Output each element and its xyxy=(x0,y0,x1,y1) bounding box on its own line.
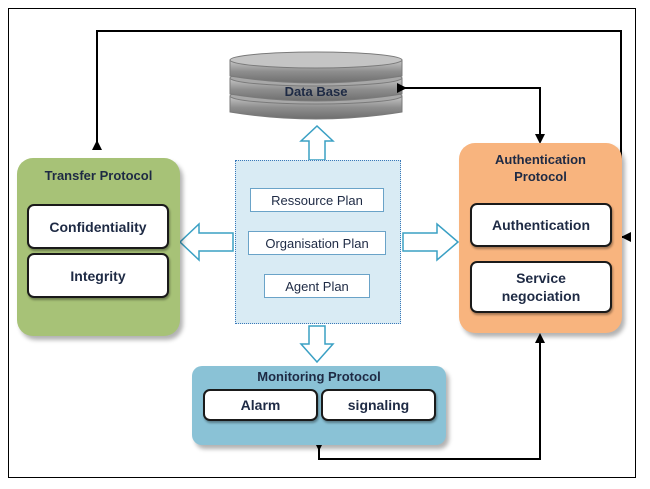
monitoring-protocol-title: Monitoring Protocol xyxy=(257,369,381,384)
confidentiality-item: Confidentiality xyxy=(27,204,169,249)
authentication-item: Authentication xyxy=(470,203,612,247)
alarm-item: Alarm xyxy=(203,389,318,421)
service-negociation-item: Service negociation xyxy=(470,261,612,313)
negociation-line: negociation xyxy=(501,288,581,304)
left-hollow-arrow-icon xyxy=(178,222,234,262)
db-auth-connector xyxy=(397,83,545,144)
up-hollow-arrow-icon xyxy=(299,124,335,161)
authentication-protocol-title: Authentication Protocol xyxy=(459,151,622,185)
database-label: Data Base xyxy=(284,84,348,99)
organisation-plan: Organisation Plan xyxy=(248,231,386,255)
transfer-protocol-box: Transfer Protocol Confidentiality Integr… xyxy=(17,158,180,336)
transfer-protocol-title: Transfer Protocol xyxy=(44,168,153,183)
down-hollow-arrow-icon xyxy=(299,325,335,364)
auth-title-line2: Protocol xyxy=(514,169,567,184)
right-hollow-arrow-icon xyxy=(402,222,460,262)
integrity-item: Integrity xyxy=(27,253,169,298)
monitor-auth-connector xyxy=(314,333,545,460)
signaling-item: signaling xyxy=(321,389,436,421)
arrow-into-auth-icon xyxy=(621,232,631,242)
service-line: Service xyxy=(516,270,566,286)
diagram-frame xyxy=(8,8,636,478)
agent-plan: Agent Plan xyxy=(264,274,370,298)
monitoring-protocol-box: Monitoring Protocol Alarm signaling xyxy=(192,366,446,445)
authentication-protocol-box: Authentication Protocol Authentication S… xyxy=(459,143,622,333)
auth-title-line1: Authentication xyxy=(495,152,586,167)
database-icon xyxy=(229,51,403,120)
resource-plan: Ressource Plan xyxy=(250,188,384,212)
plans-panel: Ressource Plan Organisation Plan Agent P… xyxy=(235,160,401,324)
